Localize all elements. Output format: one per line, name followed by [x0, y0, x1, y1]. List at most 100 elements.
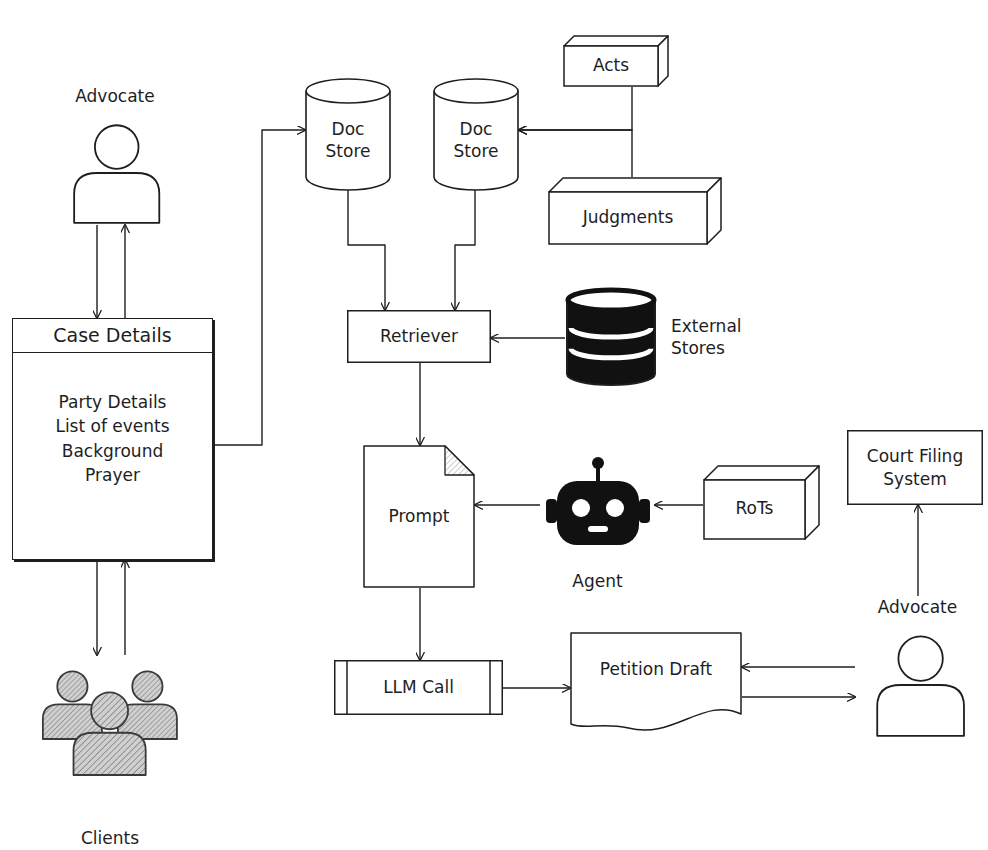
box-top-face	[704, 466, 819, 480]
cylinder-top	[568, 290, 654, 310]
box3d-node: RoTs	[703, 465, 820, 540]
cyl-node: Doc Store	[433, 78, 519, 190]
actor-label: Advocate	[878, 596, 957, 618]
node-label: Prompt	[389, 505, 450, 527]
cylinder-body	[306, 91, 390, 190]
case-header: Case Details	[13, 319, 212, 353]
rect-outline	[847, 430, 983, 505]
box3d-node: Acts	[563, 35, 669, 87]
box3d-node: Judgments	[548, 177, 722, 245]
robot-icon	[543, 455, 653, 550]
person-figure	[74, 692, 146, 775]
box-outline	[848, 431, 983, 505]
person-node: Advocate	[855, 596, 980, 738]
person-head	[95, 125, 139, 169]
ext-node: External Stores	[565, 287, 765, 387]
node-label: Doc Store	[439, 118, 513, 162]
connector-arrow	[213, 130, 305, 445]
person-body	[74, 173, 159, 223]
node-label: Acts	[593, 54, 629, 76]
cylinder-top	[306, 79, 390, 103]
node-label: RoTs	[736, 497, 774, 519]
case-body-text: Party Details List of events Background …	[45, 390, 180, 489]
person-head	[132, 671, 162, 701]
doc-node: Prompt	[363, 445, 475, 588]
person-body	[74, 733, 146, 775]
robot-eye	[606, 499, 624, 517]
cylinder-band	[571, 349, 651, 358]
connector-arrow	[96, 225, 97, 318]
robot-node: Agent	[540, 455, 655, 595]
llm-node: LLM Call	[334, 660, 503, 715]
person-icon	[70, 119, 160, 225]
actor-label: Advocate	[75, 85, 154, 107]
node-label: LLM Call	[383, 676, 454, 698]
group-node: Clients	[35, 655, 185, 845]
node-label: Judgments	[583, 206, 674, 228]
box-front-face	[564, 46, 658, 86]
box-top-face	[549, 178, 721, 192]
box-outline	[335, 661, 503, 715]
person-node: Advocate	[60, 85, 170, 225]
wave-node: Petition Draft	[570, 632, 742, 736]
person-body	[877, 685, 964, 736]
connector-arrow	[503, 687, 570, 688]
box-front-face	[549, 192, 707, 244]
connector-arrow	[475, 504, 540, 505]
connector-arrow	[455, 190, 475, 310]
cylinder-top	[434, 79, 518, 103]
case-body: Party Details List of events Background …	[13, 353, 212, 559]
cylinder-band	[571, 328, 651, 337]
node-label: Retriever	[380, 325, 458, 347]
connector-arrow	[419, 363, 420, 445]
robot-ear	[546, 499, 557, 523]
store-label: External Stores	[671, 315, 763, 359]
node-label: Petition Draft	[600, 658, 712, 680]
person-head	[57, 671, 87, 701]
connector-arrow	[124, 560, 125, 655]
wave-outline	[570, 632, 742, 736]
case-node: Case DetailsParty Details List of events…	[12, 318, 213, 560]
cylinder-body	[567, 300, 655, 385]
agent-label: Agent	[572, 570, 622, 592]
connector-arrow	[491, 337, 565, 338]
process-bar	[346, 661, 348, 714]
node-label: Doc Store	[311, 118, 385, 162]
box-side-face	[805, 466, 819, 539]
document-outline	[364, 446, 474, 587]
robot-ear	[639, 499, 650, 523]
robot-head	[557, 481, 639, 545]
connector-arrow	[419, 588, 420, 660]
connector-arrow	[519, 130, 632, 177]
connector-arrow	[742, 666, 855, 667]
box-side-face	[658, 36, 668, 86]
connector-arrow	[348, 190, 385, 310]
connector-arrow	[917, 505, 918, 596]
person-figure	[877, 636, 964, 735]
robot-eye	[572, 499, 590, 517]
node-label: Court Filing System	[855, 445, 975, 489]
box-side-face	[707, 178, 721, 244]
person-icon	[873, 630, 963, 738]
person-head	[898, 636, 942, 680]
rect-node: Court Filing System	[847, 430, 983, 505]
cylinder-body	[434, 91, 518, 190]
cyl-node: Doc Store	[305, 78, 391, 190]
clients-icon	[40, 655, 180, 807]
robot-mouth	[588, 526, 608, 532]
connector-arrow	[96, 560, 97, 655]
actor-label: Clients	[81, 827, 139, 849]
connector-arrow	[742, 696, 855, 697]
robot-antenna	[596, 467, 600, 481]
document-fold	[445, 446, 474, 475]
edge-group	[97, 87, 918, 697]
person-figure	[74, 125, 159, 223]
robot-antenna-tip	[592, 457, 604, 469]
connector-arrow	[655, 504, 703, 505]
rect-node: Retriever	[347, 310, 491, 363]
external-store-cylinder	[565, 287, 657, 387]
person-head	[91, 692, 128, 729]
case-heading: Case Details	[19, 323, 206, 348]
box-top-face	[564, 36, 668, 46]
box-front-face	[704, 480, 805, 539]
